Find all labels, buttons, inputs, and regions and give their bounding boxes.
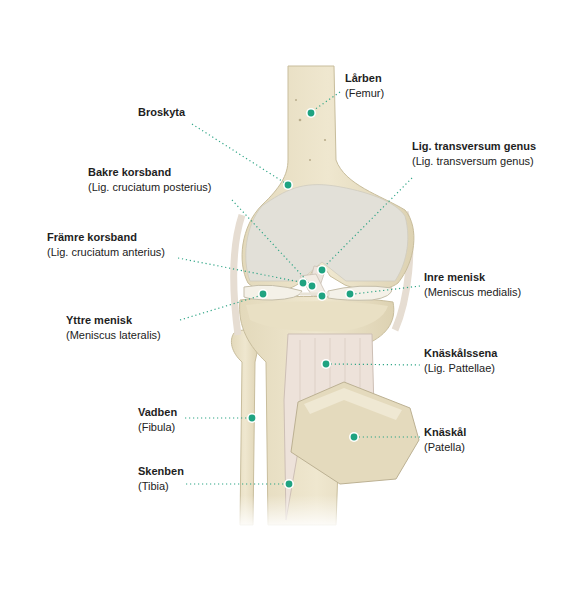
lateral-ligament: [234, 215, 242, 335]
femur-bone: [242, 66, 414, 291]
latin-name: (Lig. Pattellae): [424, 361, 495, 375]
latin-name: (Lig. transversum genus): [412, 154, 534, 168]
patella-bone: [291, 382, 419, 484]
part-name: Bakre korsband: [88, 165, 171, 179]
part-name: Broskyta: [138, 105, 185, 119]
latin-name: (Meniscus medialis): [424, 285, 521, 299]
latin-name: (Femur): [345, 86, 384, 100]
cartilage-surface: [246, 185, 408, 281]
part-name: Yttre menisk: [66, 313, 132, 327]
latin-name: (Lig. cruciatum anterius): [47, 245, 165, 259]
part-name: Vadben: [138, 405, 177, 419]
latin-name: (Lig. cruciatum posterius): [88, 180, 212, 194]
part-name: Skenben: [138, 464, 184, 478]
part-name: Lårben: [345, 71, 382, 85]
part-name: Knäskålssena: [424, 346, 497, 360]
latin-name: (Tibia): [138, 479, 169, 493]
latin-name: (Patella): [424, 440, 465, 454]
leader-lines: [178, 92, 420, 484]
part-name: Lig. transversum genus: [412, 139, 536, 153]
callout-dots: [247, 108, 359, 489]
tibia-plateau: [246, 301, 388, 331]
part-name: Inre menisk: [424, 270, 485, 284]
latin-name: (Fibula): [138, 420, 175, 434]
part-name: Främre korsband: [47, 230, 137, 244]
part-name: Knäskål: [424, 425, 466, 439]
latin-name: (Meniscus lateralis): [66, 328, 161, 342]
